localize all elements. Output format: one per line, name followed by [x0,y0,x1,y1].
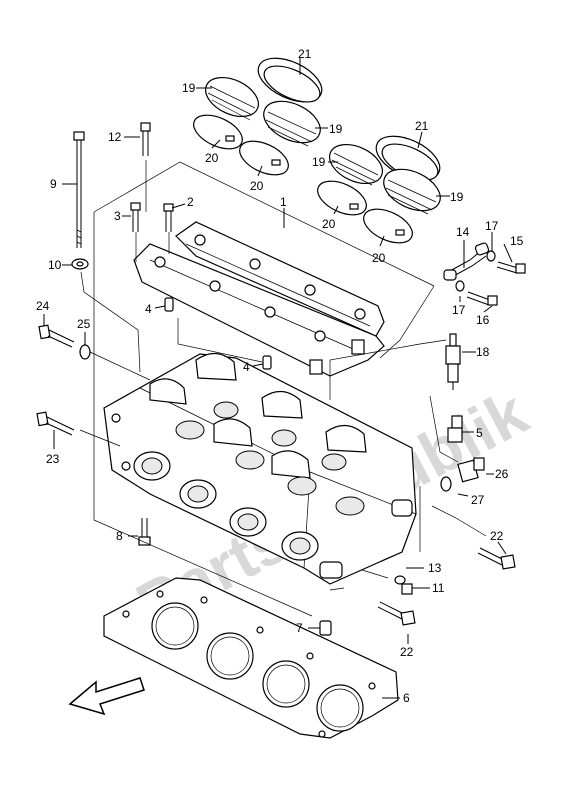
clamp-20-d-screw [395,229,405,236]
callout-17: 17 [485,219,499,233]
callout-10: 10 [48,258,62,272]
callout-6: 6 [403,691,410,705]
clamp-20-b-screw [271,159,281,166]
callout-12: 12 [108,130,122,144]
callout-26: 26 [495,467,509,481]
bolt-16 [466,291,498,306]
boot-ribs-d [385,179,437,215]
washer-10 [71,258,89,270]
bolt-8 [138,518,151,546]
bolt-12 [140,122,151,156]
callout-4: 4 [243,360,250,374]
bolt-24 [38,324,75,348]
cylinder-head [103,352,417,585]
oil-pipe-14 [443,242,490,281]
washer-13 [394,575,406,585]
clamp-20-d [363,208,413,244]
head-gasket-6 [103,577,399,739]
callout-7: 7 [296,621,303,635]
callout-19: 19 [329,122,343,136]
callout-18: 18 [476,345,490,359]
washer-25 [79,344,91,360]
boot-ribs-b [265,111,317,147]
callout-2: 2 [187,195,194,209]
callout-20: 20 [322,217,336,231]
intake-boot-group-left [193,57,323,176]
dowel-4-a [164,297,174,312]
callout-19: 19 [312,155,326,169]
bolt-3 [130,202,141,232]
callout-20: 20 [205,151,219,165]
assembly-frame-lines [79,160,487,617]
leader-lines [43,58,513,699]
callout-labels: 21 19 19 20 20 21 19 19 20 20 12 9 10 3 … [36,47,524,705]
callout-21: 21 [415,119,429,133]
callout-4: 4 [145,302,152,316]
callout-14: 14 [456,225,470,239]
clamp-20-a-screw [225,135,235,142]
bolt-2 [163,203,174,232]
dowel-7 [319,620,332,636]
callout-15: 15 [510,234,524,248]
bolt-11 [401,583,420,595]
callout-21: 21 [298,47,312,61]
boot-ribs-a [207,85,256,121]
front-arrow-icon [68,677,145,716]
washer-27 [440,476,452,492]
sensor-5 [447,415,463,443]
callout-9: 9 [50,177,57,191]
callout-8: 8 [116,529,123,543]
bolt-15 [496,261,526,274]
callout-1: 1 [280,195,287,209]
spark-plug-18 [445,333,461,390]
callout-27: 27 [471,493,485,507]
callout-17: 17 [452,303,466,317]
callout-5: 5 [476,426,483,440]
callout-22: 22 [490,529,504,543]
stud-bolt-22-a [477,547,516,570]
washer-17-b [455,280,465,292]
callout-20: 20 [250,179,264,193]
cam-holder-1 [133,221,385,377]
callout-13: 13 [428,561,442,575]
callout-20: 20 [372,251,386,265]
clamp-20-c-screw [349,203,359,210]
intake-boot-group-right [317,135,441,244]
callout-3: 3 [114,209,121,223]
callout-19: 19 [450,190,464,204]
intake-boot-19-d [383,168,441,212]
clamp-20-b [239,140,289,176]
callout-25: 25 [77,317,91,331]
sensor-26 [457,457,485,483]
callout-11: 11 [432,581,445,595]
callout-16: 16 [476,313,490,327]
intake-boot-19-b [263,100,321,144]
callout-22: 22 [400,645,414,659]
stud-bolt-22-b [377,601,416,626]
callout-24: 24 [36,299,50,313]
clamp-21-a-inner [263,65,321,103]
washer-17-a [486,250,496,262]
callout-19: 19 [182,81,196,95]
bolt-9 [73,131,85,248]
bolt-23 [36,411,75,436]
callout-23: 23 [46,452,60,466]
boot-ribs-c [331,152,379,186]
dowel-4-b [262,355,272,370]
